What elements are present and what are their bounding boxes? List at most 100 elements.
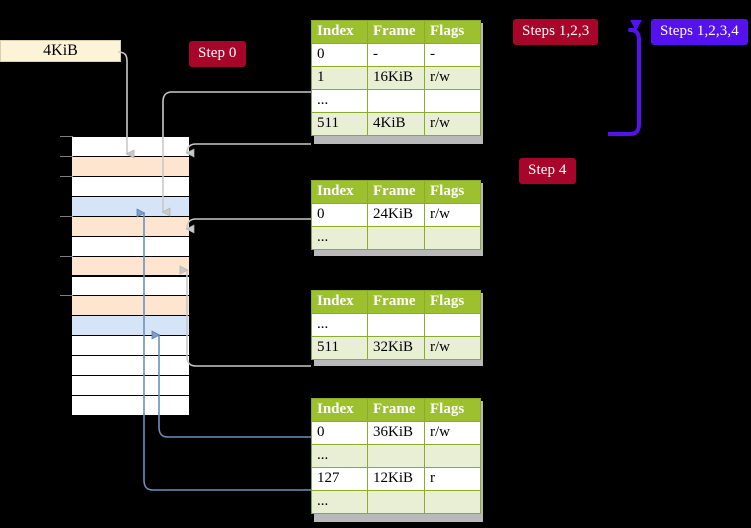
page-table-row[interactable]: ... [311, 226, 481, 250]
memory-frame-row [71, 395, 190, 416]
page-table-row[interactable]: 0-- [311, 43, 481, 67]
memory-scale-tick [60, 295, 73, 297]
page-table-column-header: Frame [367, 290, 425, 314]
page-table-cell: 127 [311, 467, 368, 491]
page-table-row[interactable]: ... [311, 490, 481, 514]
page-table-cell [424, 490, 481, 514]
page-table-cell: - [424, 43, 481, 67]
page-table-cell: 0 [311, 421, 368, 445]
page-table-cell: ... [311, 490, 368, 514]
page-table-column-header: Frame [367, 398, 425, 422]
memory-frame-row [71, 295, 190, 317]
page-table-cell: 4KiB [367, 112, 425, 136]
wire-pdp-to-memory [185, 218, 311, 234]
memory-frame-row [71, 315, 190, 337]
page-table-cell: ... [311, 313, 368, 337]
page-table-row[interactable]: ... [311, 444, 481, 468]
page-table-cell [424, 89, 481, 113]
physical-memory-column [71, 136, 190, 416]
page-table-cell: 16KiB [367, 66, 425, 90]
page-table-column-header: Flags [424, 290, 481, 314]
memory-frame-row [71, 355, 190, 377]
page-table-cell [367, 490, 425, 514]
page-table-column-header: Index [311, 20, 368, 44]
memory-frame-row [71, 136, 190, 157]
page-table-column-header: Index [311, 180, 368, 204]
step-4-badge-label: Step 4 [528, 162, 567, 178]
page-table-cell: r/w [424, 112, 481, 136]
step-0-badge-label: Step 0 [198, 45, 237, 61]
frame-size-caption-label: 4KiB [43, 42, 78, 59]
wire-steps-loop-arrow [608, 20, 642, 136]
page-table-cell [424, 444, 481, 468]
page-table-row[interactable]: ... [311, 313, 481, 337]
page-table-cell: r/w [424, 66, 481, 90]
page-table-cell: 511 [311, 336, 368, 360]
memory-scale-tick [60, 155, 73, 157]
wire-pd-to-memory [179, 265, 311, 367]
page-table-cell: 0 [311, 43, 368, 67]
page-table-column-header: Frame [367, 20, 425, 44]
page-table-cell [367, 313, 425, 337]
steps-1234-badge: Steps 1,2,3,4 [651, 19, 748, 45]
page-table-cell: 0 [311, 203, 368, 227]
page-table-cell: r/w [424, 421, 481, 445]
memory-frame-row [71, 275, 190, 297]
step-0-badge: Step 0 [189, 41, 246, 67]
steps-123-badge: Steps 1,2,3 [513, 19, 599, 45]
memory-scale-tick [60, 215, 73, 217]
page-table-cell [367, 444, 425, 468]
page-table-cell: 24KiB [367, 203, 425, 227]
memory-frame-row [71, 215, 190, 237]
page-table-cell: ... [311, 89, 368, 113]
page-table-cell: 12KiB [367, 467, 425, 491]
memory-scale-tick [60, 136, 73, 137]
page-table-cell [424, 226, 481, 250]
page-table-cell: 36KiB [367, 421, 425, 445]
page-table-cell: r/w [424, 336, 481, 360]
page-table-cell: 32KiB [367, 336, 425, 360]
page-table-cell: - [367, 43, 425, 67]
page-table-column-header: Frame [367, 180, 425, 204]
memory-frame-row [71, 335, 190, 357]
page-table-cell [367, 226, 425, 250]
memory-scale-tick [60, 255, 73, 257]
page-table-column-header: Flags [424, 180, 481, 204]
memory-frame-row [71, 255, 190, 277]
wire-pml4-511-to-memory [185, 143, 311, 158]
page-table-cell: ... [311, 444, 368, 468]
frame-size-caption: 4KiB [0, 40, 121, 62]
page-table-column-header: Flags [424, 20, 481, 44]
page-table-column-header: Index [311, 398, 368, 422]
page-table-column-header: Index [311, 290, 368, 314]
page-table-cell: ... [311, 226, 368, 250]
steps-123-badge-label: Steps 1,2,3 [522, 23, 590, 39]
page-table-column-header: Flags [424, 398, 481, 422]
memory-scale-tick [60, 175, 73, 177]
memory-frame-row [71, 195, 190, 217]
page-table-cell: r [424, 467, 481, 491]
page-table-cell [424, 313, 481, 337]
memory-frame-row [71, 175, 190, 197]
step-4-badge: Step 4 [519, 158, 576, 184]
page-table-row[interactable]: ... [311, 89, 481, 113]
memory-frame-row [71, 375, 190, 397]
memory-frame-row [71, 155, 190, 177]
memory-frame-row [71, 235, 190, 257]
page-table-cell: r/w [424, 203, 481, 227]
